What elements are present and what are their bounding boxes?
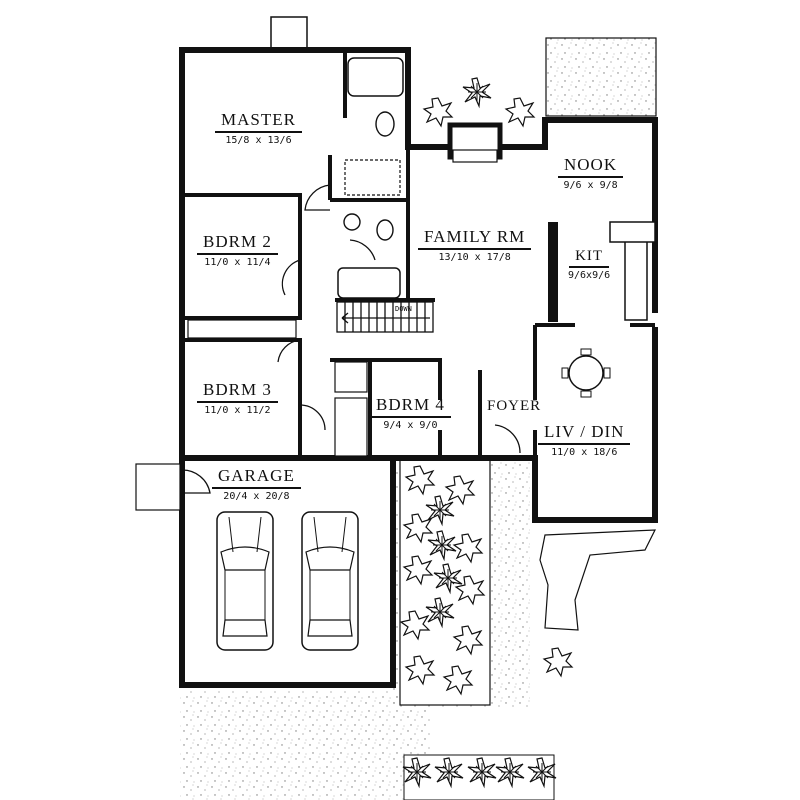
room-dimensions: 11/0 x 11/4 bbox=[204, 257, 271, 268]
room-name: FAMILY RM bbox=[418, 227, 532, 250]
room-name: MASTER bbox=[215, 110, 302, 133]
room-master: MASTER 15/8 x 13/6 bbox=[215, 110, 302, 146]
room-dimensions: 11/0 x 11/2 bbox=[204, 405, 271, 416]
room-name: BDRM 2 bbox=[197, 232, 278, 255]
room-nook: NOOK 9/6 x 9/8 bbox=[558, 155, 624, 191]
stair-label: DOWN bbox=[395, 305, 412, 313]
room-bdrm4: BDRM 4 9/4 x 9/0 bbox=[370, 395, 451, 431]
room-bdrm2: BDRM 2 11/0 x 11/4 bbox=[197, 232, 278, 268]
room-dimensions: 9/4 x 9/0 bbox=[383, 420, 438, 431]
room-dimensions: 15/8 x 13/6 bbox=[225, 135, 292, 146]
room-name: BDRM 3 bbox=[197, 380, 278, 403]
room-name: GARAGE bbox=[212, 466, 301, 489]
room-bdrm3: BDRM 3 11/0 x 11/2 bbox=[197, 380, 278, 416]
room-dimensions: 11/0 x 18/6 bbox=[551, 447, 618, 458]
room-dimensions: 13/10 x 17/8 bbox=[438, 252, 511, 263]
room-garage: GARAGE 20/4 x 20/8 bbox=[212, 466, 301, 502]
room-living-dining: LIV / DIN 11/0 x 18/6 bbox=[538, 422, 631, 458]
room-name: NOOK bbox=[558, 155, 624, 178]
room-name: LIV / DIN bbox=[538, 422, 631, 445]
room-family: FAMILY RM 13/10 x 17/8 bbox=[418, 227, 532, 263]
room-dimensions: 20/4 x 20/8 bbox=[223, 491, 290, 502]
room-name: BDRM 4 bbox=[370, 395, 451, 418]
room-name: FOYER bbox=[487, 398, 542, 414]
room-foyer: FOYER bbox=[487, 395, 541, 415]
room-name: KIT bbox=[569, 248, 610, 268]
room-dimensions: 9/6x9/6 bbox=[568, 270, 611, 281]
room-kitchen: KIT 9/6x9/6 bbox=[568, 245, 610, 281]
room-dimensions: 9/6 x 9/8 bbox=[563, 180, 618, 191]
